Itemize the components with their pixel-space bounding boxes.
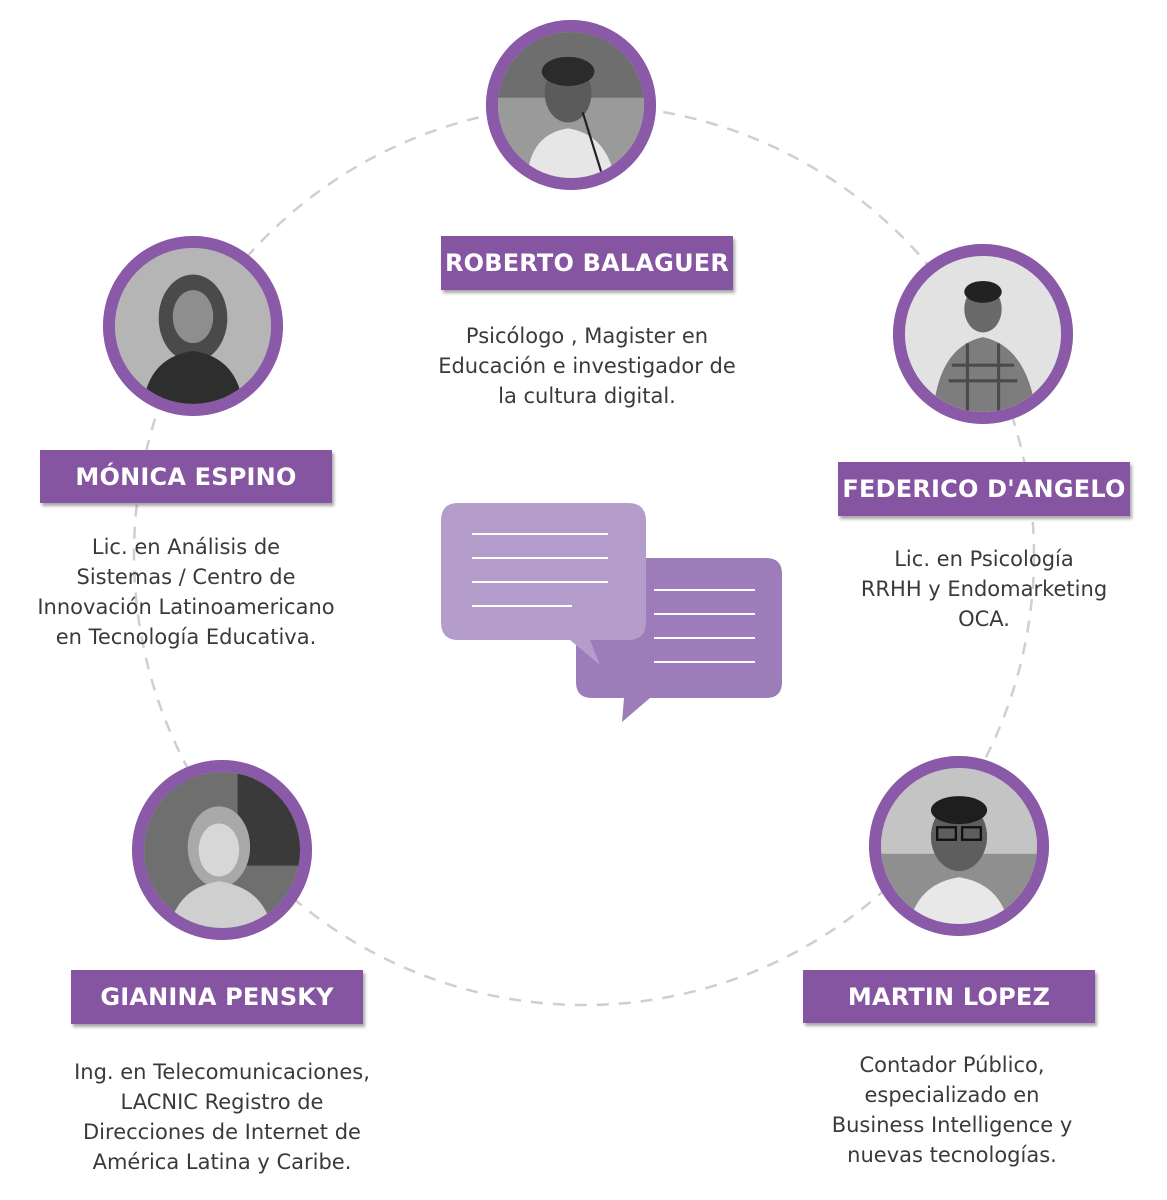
- photo-monica-espino: [103, 236, 283, 416]
- desc-line: Educación e investigador de: [438, 354, 736, 378]
- desc-line: nuevas tecnologías.: [847, 1143, 1057, 1167]
- desc-line: LACNIC Registro de: [120, 1090, 324, 1114]
- desc-line: especializado en: [864, 1083, 1040, 1107]
- desc-line: Psicólogo , Magister en: [465, 324, 709, 348]
- name-box-federico-dangelo: FEDERICO D'ANGELO: [838, 462, 1130, 516]
- person-portrait-icon: [905, 256, 1061, 412]
- desc-martin-lopez: Contador Público, especializado en Busin…: [782, 1050, 1122, 1170]
- desc-line: Ing. en Telecomunicaciones,: [74, 1060, 370, 1084]
- chat-bubbles-icon: [441, 503, 782, 722]
- person-portrait-icon: [115, 248, 271, 404]
- person-portrait-icon: [144, 772, 300, 928]
- desc-line: Contador Público,: [859, 1053, 1045, 1077]
- desc-federico-dangelo: Lic. en Psicología RRHH y Endomarketing …: [814, 544, 1154, 634]
- name-box-martin-lopez: MARTIN LOPEZ: [803, 970, 1095, 1023]
- desc-line: RRHH y Endomarketing: [860, 577, 1108, 601]
- desc-line: en Tecnología Educativa.: [55, 625, 317, 649]
- photo-federico-dangelo: [893, 244, 1073, 424]
- desc-line: Lic. en Análisis de: [91, 535, 281, 559]
- desc-monica-espino: Lic. en Análisis de Sistemas / Centro de…: [6, 532, 366, 652]
- desc-line: Direcciones de Internet de: [83, 1120, 361, 1144]
- name-monica-espino: MÓNICA ESPINO: [75, 462, 297, 491]
- photo-martin-lopez: [869, 756, 1049, 936]
- desc-line: Sistemas / Centro de: [76, 565, 296, 589]
- name-box-gianina-pensky: GIANINA PENSKY: [71, 970, 363, 1024]
- desc-gianina-pensky: Ing. en Telecomunicaciones, LACNIC Regis…: [42, 1057, 402, 1177]
- desc-line: OCA.: [958, 607, 1010, 631]
- desc-line: la cultura digital.: [498, 384, 676, 408]
- desc-line: Innovación Latinoamericano: [37, 595, 335, 619]
- name-box-monica-espino: MÓNICA ESPINO: [40, 450, 332, 503]
- name-roberto-balaguer: ROBERTO BALAGUER: [444, 249, 730, 277]
- photo-gianina-pensky: [132, 760, 312, 940]
- person-portrait-icon: [498, 32, 644, 178]
- desc-line: América Latina y Caribe.: [92, 1150, 352, 1174]
- name-federico-dangelo: FEDERICO D'ANGELO: [842, 475, 1126, 503]
- person-portrait-icon: [881, 768, 1037, 924]
- desc-line: Lic. en Psicología: [894, 547, 1074, 571]
- desc-roberto-balaguer: Psicólogo , Magister en Educación e inve…: [407, 321, 767, 411]
- desc-line: Business Intelligence y: [831, 1113, 1073, 1137]
- name-gianina-pensky: GIANINA PENSKY: [100, 983, 334, 1011]
- name-martin-lopez: MARTIN LOPEZ: [847, 982, 1051, 1011]
- photo-roberto-balaguer: [486, 20, 656, 190]
- name-box-roberto-balaguer: ROBERTO BALAGUER: [441, 236, 733, 290]
